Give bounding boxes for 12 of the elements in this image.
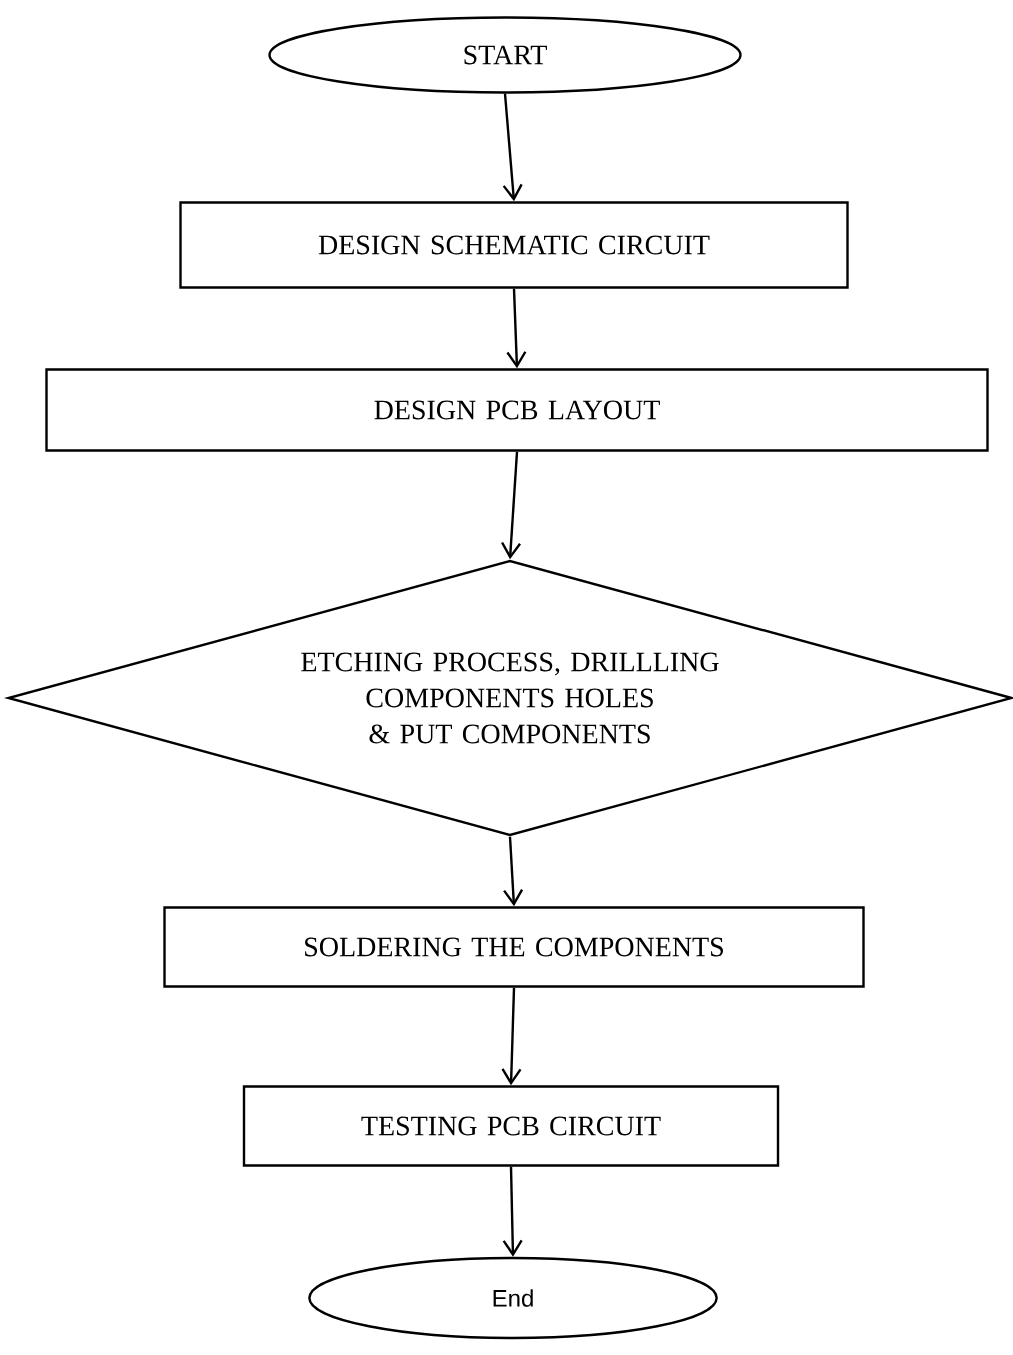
arrow	[502, 1166, 523, 1257]
arrow	[501, 987, 522, 1086]
start-terminal: START	[268, 16, 742, 94]
arrow	[503, 836, 524, 907]
process-box: TESTING PCB CIRCUIT	[242, 1085, 780, 1167]
end-terminal: End	[308, 1256, 718, 1340]
arrow	[506, 288, 527, 369]
process-box: SOLDERING THE COMPONENTS	[163, 906, 865, 988]
process-box: DESIGN SCHEMATIC CIRCUIT	[179, 201, 849, 289]
arrow	[501, 451, 521, 560]
process-box: DESIGN PCB LAYOUT	[45, 368, 989, 452]
arrow	[502, 93, 523, 202]
